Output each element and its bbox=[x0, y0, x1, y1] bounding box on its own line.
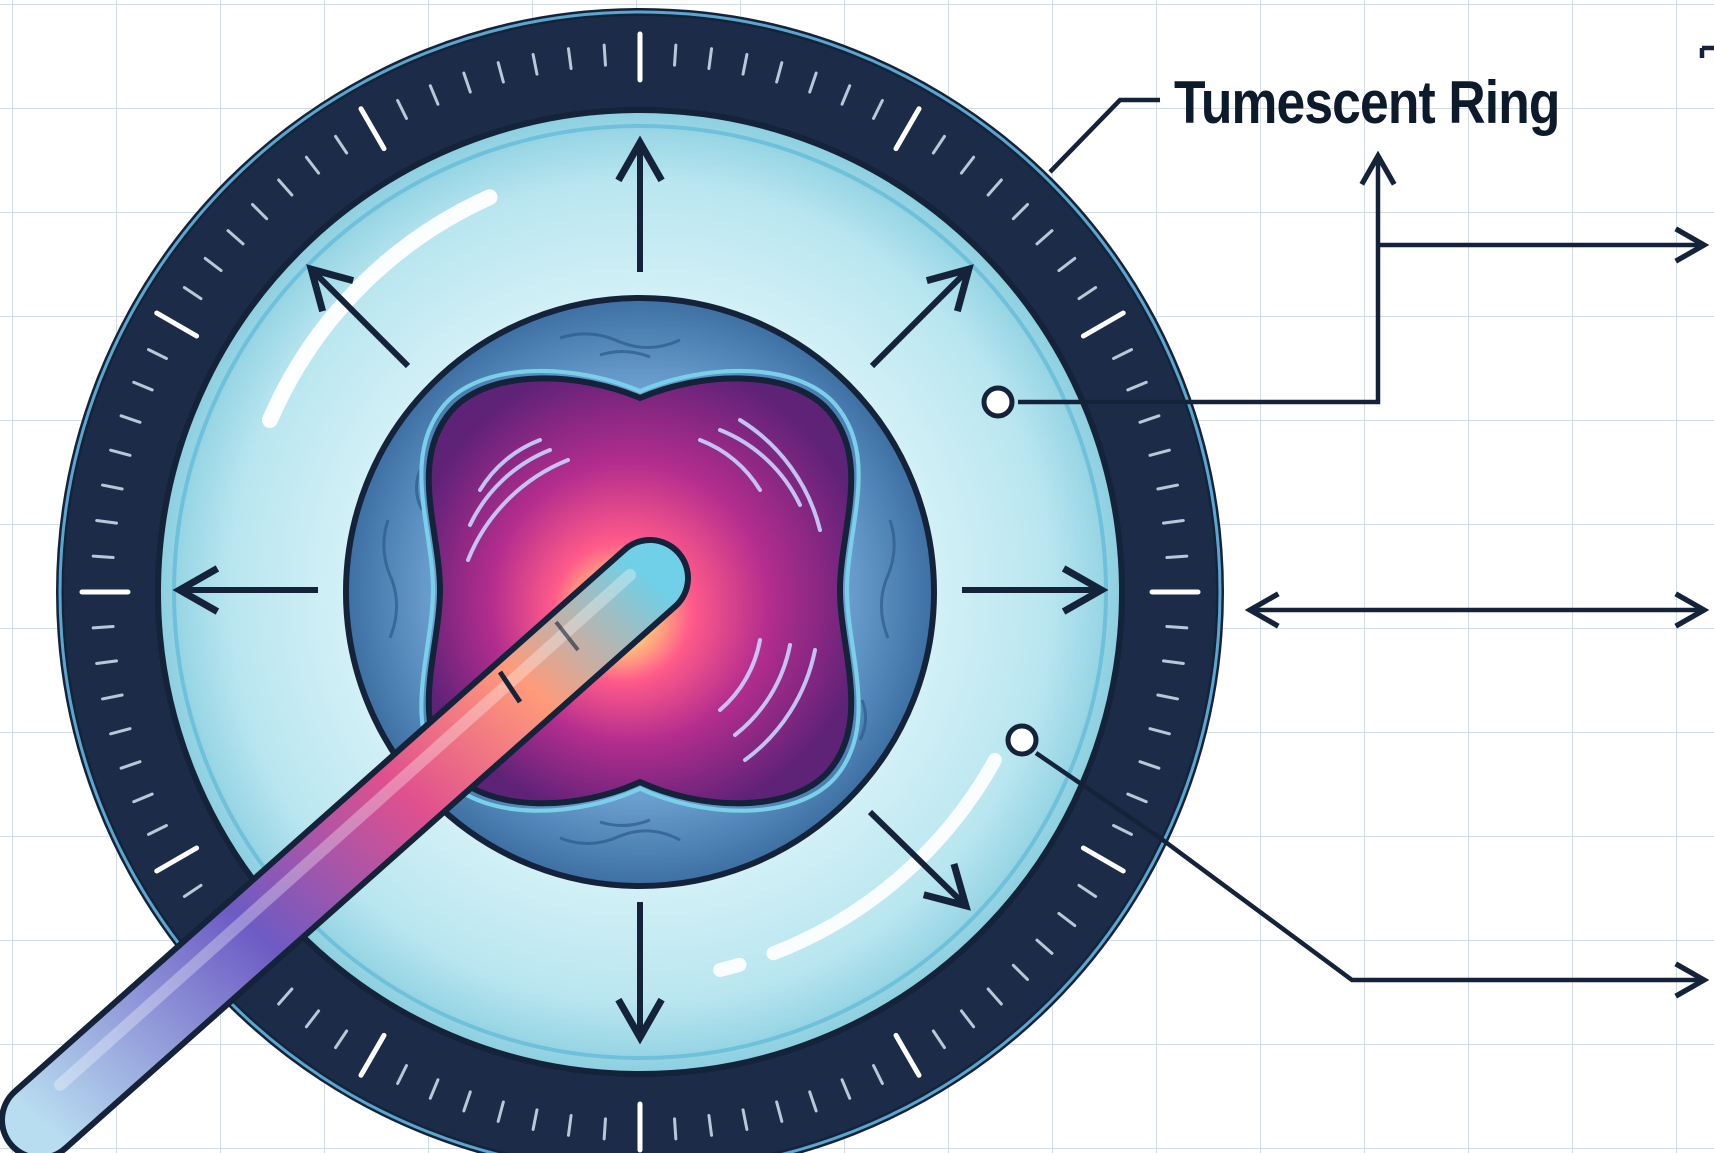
tumescent-ring-label: Tumescent Ring bbox=[1174, 68, 1560, 138]
minor-tick bbox=[675, 1119, 676, 1139]
lower-circle-marker-icon bbox=[1008, 726, 1036, 754]
minor-tick bbox=[604, 45, 605, 65]
minor-tick bbox=[1167, 627, 1187, 628]
minor-tick bbox=[1167, 556, 1187, 557]
minor-tick bbox=[93, 627, 113, 628]
ring-label-leader bbox=[1050, 100, 1160, 172]
minor-tick bbox=[93, 556, 113, 557]
minor-tick bbox=[604, 1119, 605, 1139]
minor-tick bbox=[675, 45, 676, 65]
upper-circle-marker-icon bbox=[984, 388, 1012, 416]
